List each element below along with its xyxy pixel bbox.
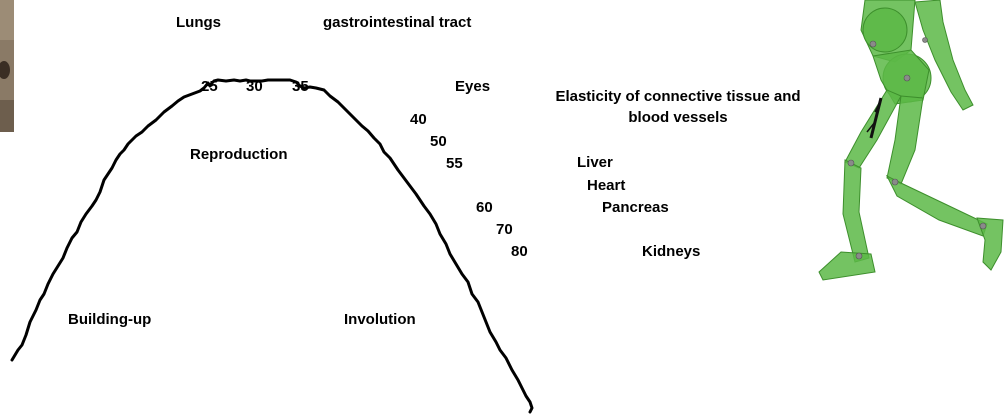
age-35: 35 [292, 78, 309, 96]
running-figure-icon [815, 0, 1005, 290]
label-gi-tract: gastrointestinal tract [323, 14, 471, 32]
label-involution: Involution [344, 311, 416, 329]
label-elasticity-line1: Elasticity of connective tissue and [526, 88, 830, 106]
age-40: 40 [410, 111, 427, 129]
label-elasticity-line2: blood vessels [526, 109, 830, 127]
age-60: 60 [476, 199, 493, 217]
label-eyes: Eyes [455, 78, 490, 96]
label-building-up: Building-up [68, 311, 151, 329]
label-lungs: Lungs [176, 14, 221, 32]
age-30: 30 [246, 78, 263, 96]
age-25: 25 [201, 78, 218, 96]
age-50: 50 [430, 133, 447, 151]
age-55: 55 [446, 155, 463, 173]
label-pancreas: Pancreas [602, 199, 669, 217]
age-80: 80 [511, 243, 528, 261]
life-curve-line [12, 80, 532, 412]
label-reproduction: Reproduction [190, 146, 288, 164]
label-heart: Heart [587, 177, 625, 195]
age-70: 70 [496, 221, 513, 239]
label-liver: Liver [577, 154, 613, 172]
label-kidneys: Kidneys [642, 243, 700, 261]
